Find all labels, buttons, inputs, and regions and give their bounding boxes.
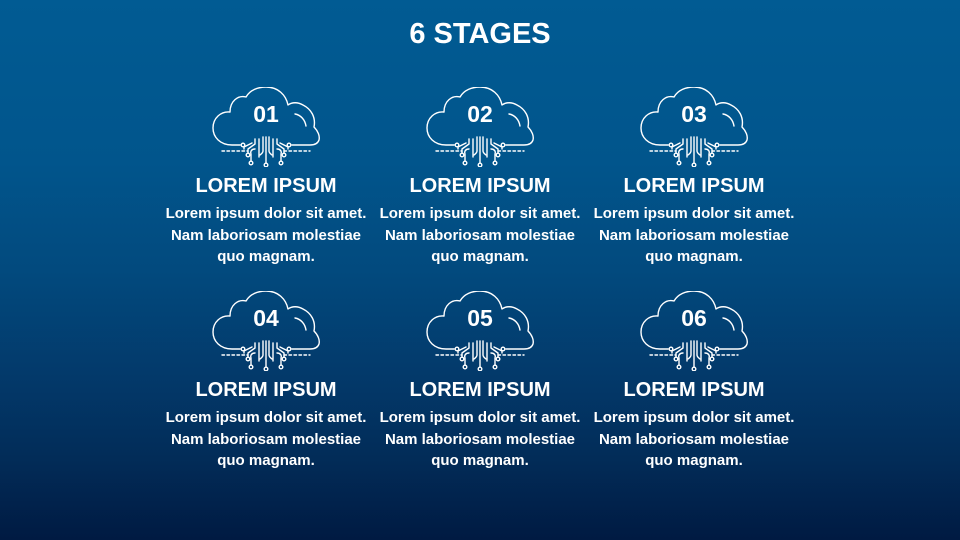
stage-number: 03 [681, 101, 707, 127]
cloud-circuit-icon: 06 [638, 291, 750, 371]
stage-description: Lorem ipsum dolor sit amet. Nam laborios… [593, 205, 795, 265]
cloud-circuit-icon: 04 [210, 291, 322, 371]
stage-heading: LOREM IPSUM [623, 379, 765, 401]
slide-title: 6 STAGES [409, 18, 551, 50]
stage-heading: LOREM IPSUM [195, 379, 337, 401]
stage-heading: LOREM IPSUM [195, 175, 337, 197]
cloud-circuit-icon: 02 [424, 87, 536, 167]
stage-number: 06 [681, 305, 707, 331]
stage-description: Lorem ipsum dolor sit amet. Nam laborios… [379, 205, 581, 265]
stage-description: Lorem ipsum dolor sit amet. Nam laborios… [165, 409, 367, 469]
stage-number: 01 [253, 101, 279, 127]
stage-heading: LOREM IPSUM [409, 175, 551, 197]
cloud-circuit-icon: 03 [638, 87, 750, 167]
stage-description: Lorem ipsum dolor sit amet. Nam laborios… [165, 205, 367, 265]
stage-number: 05 [467, 305, 493, 331]
stage-heading: LOREM IPSUM [409, 379, 551, 401]
stage-description: Lorem ipsum dolor sit amet. Nam laborios… [593, 409, 795, 469]
stage-number: 04 [253, 305, 279, 331]
cloud-circuit-icon: 01 [210, 87, 322, 167]
stage-description: Lorem ipsum dolor sit amet. Nam laborios… [379, 409, 581, 469]
stage-heading: LOREM IPSUM [623, 175, 765, 197]
stage-number: 02 [467, 101, 493, 127]
cloud-circuit-icon: 05 [424, 291, 536, 371]
